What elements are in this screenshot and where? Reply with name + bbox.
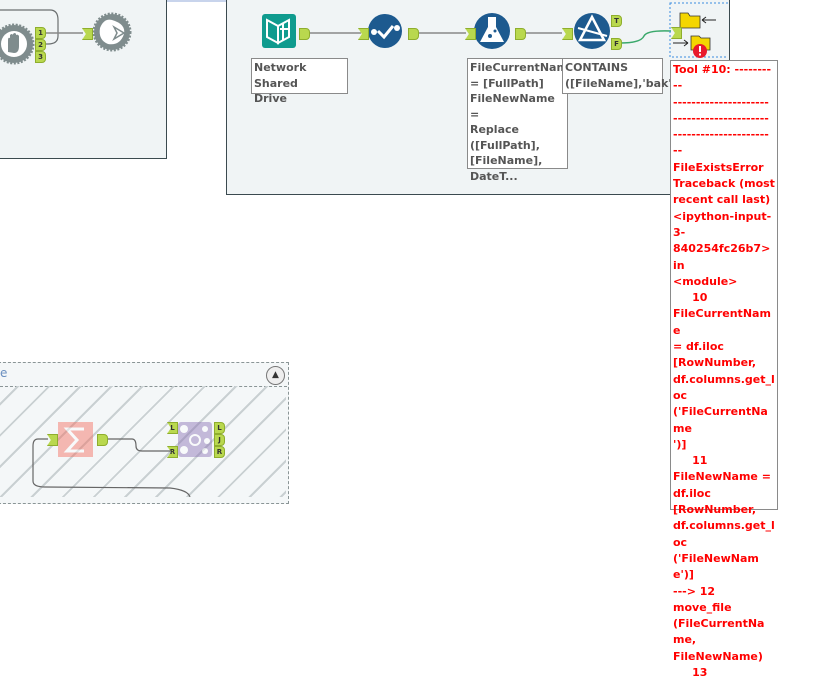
output-anchor-2[interactable]: 2 (35, 39, 46, 51)
filter-tool-icon[interactable] (574, 13, 610, 49)
output-anchor-1[interactable]: 1 (35, 27, 46, 39)
directory-annotation: Network Shared Drive (251, 58, 348, 105)
disabled-hatch (0, 386, 286, 497)
bottom-container-title: e (0, 366, 8, 380)
left-container[interactable] (0, 0, 167, 159)
directory-tool-icon[interactable] (262, 14, 296, 48)
output-anchor-3[interactable]: 3 (35, 51, 46, 63)
left-connections (0, 9, 132, 65)
bottom-connections (32, 422, 212, 497)
error-tooltip: Tool #10: ---------- -------------------… (670, 60, 778, 679)
selection-strip (60, 0, 347, 2)
python-tool-selection (669, 2, 728, 58)
filter-annotation: CONTAINS ([FileName],'bak') (562, 58, 677, 94)
summarize-output-anchor[interactable] (97, 434, 108, 446)
directory-output-anchor[interactable] (299, 28, 310, 40)
main-connections (262, 2, 728, 58)
filter-true-anchor[interactable]: T (611, 15, 622, 27)
select-output-anchor[interactable] (408, 28, 419, 40)
formula-tool-icon[interactable] (474, 13, 510, 49)
collapse-container-button[interactable]: ▲ (266, 366, 285, 385)
select-tool-icon[interactable] (368, 14, 402, 48)
join-join-output-anchor[interactable]: J (214, 434, 225, 446)
join-right-output-anchor[interactable]: R (214, 446, 225, 458)
join-tool-icon[interactable] (178, 422, 212, 457)
formula-annotation: FileCurrentName = [FullPath] FileNewName… (467, 58, 575, 183)
stop-tool-icon[interactable] (0, 23, 35, 65)
formula-output-anchor[interactable] (515, 28, 526, 40)
summarize-tool-icon[interactable] (58, 422, 93, 457)
error-icon (693, 44, 707, 58)
output-tool-icon[interactable] (92, 12, 132, 52)
filter-false-anchor[interactable]: F (611, 38, 622, 50)
join-left-output-anchor[interactable]: L (214, 422, 225, 434)
